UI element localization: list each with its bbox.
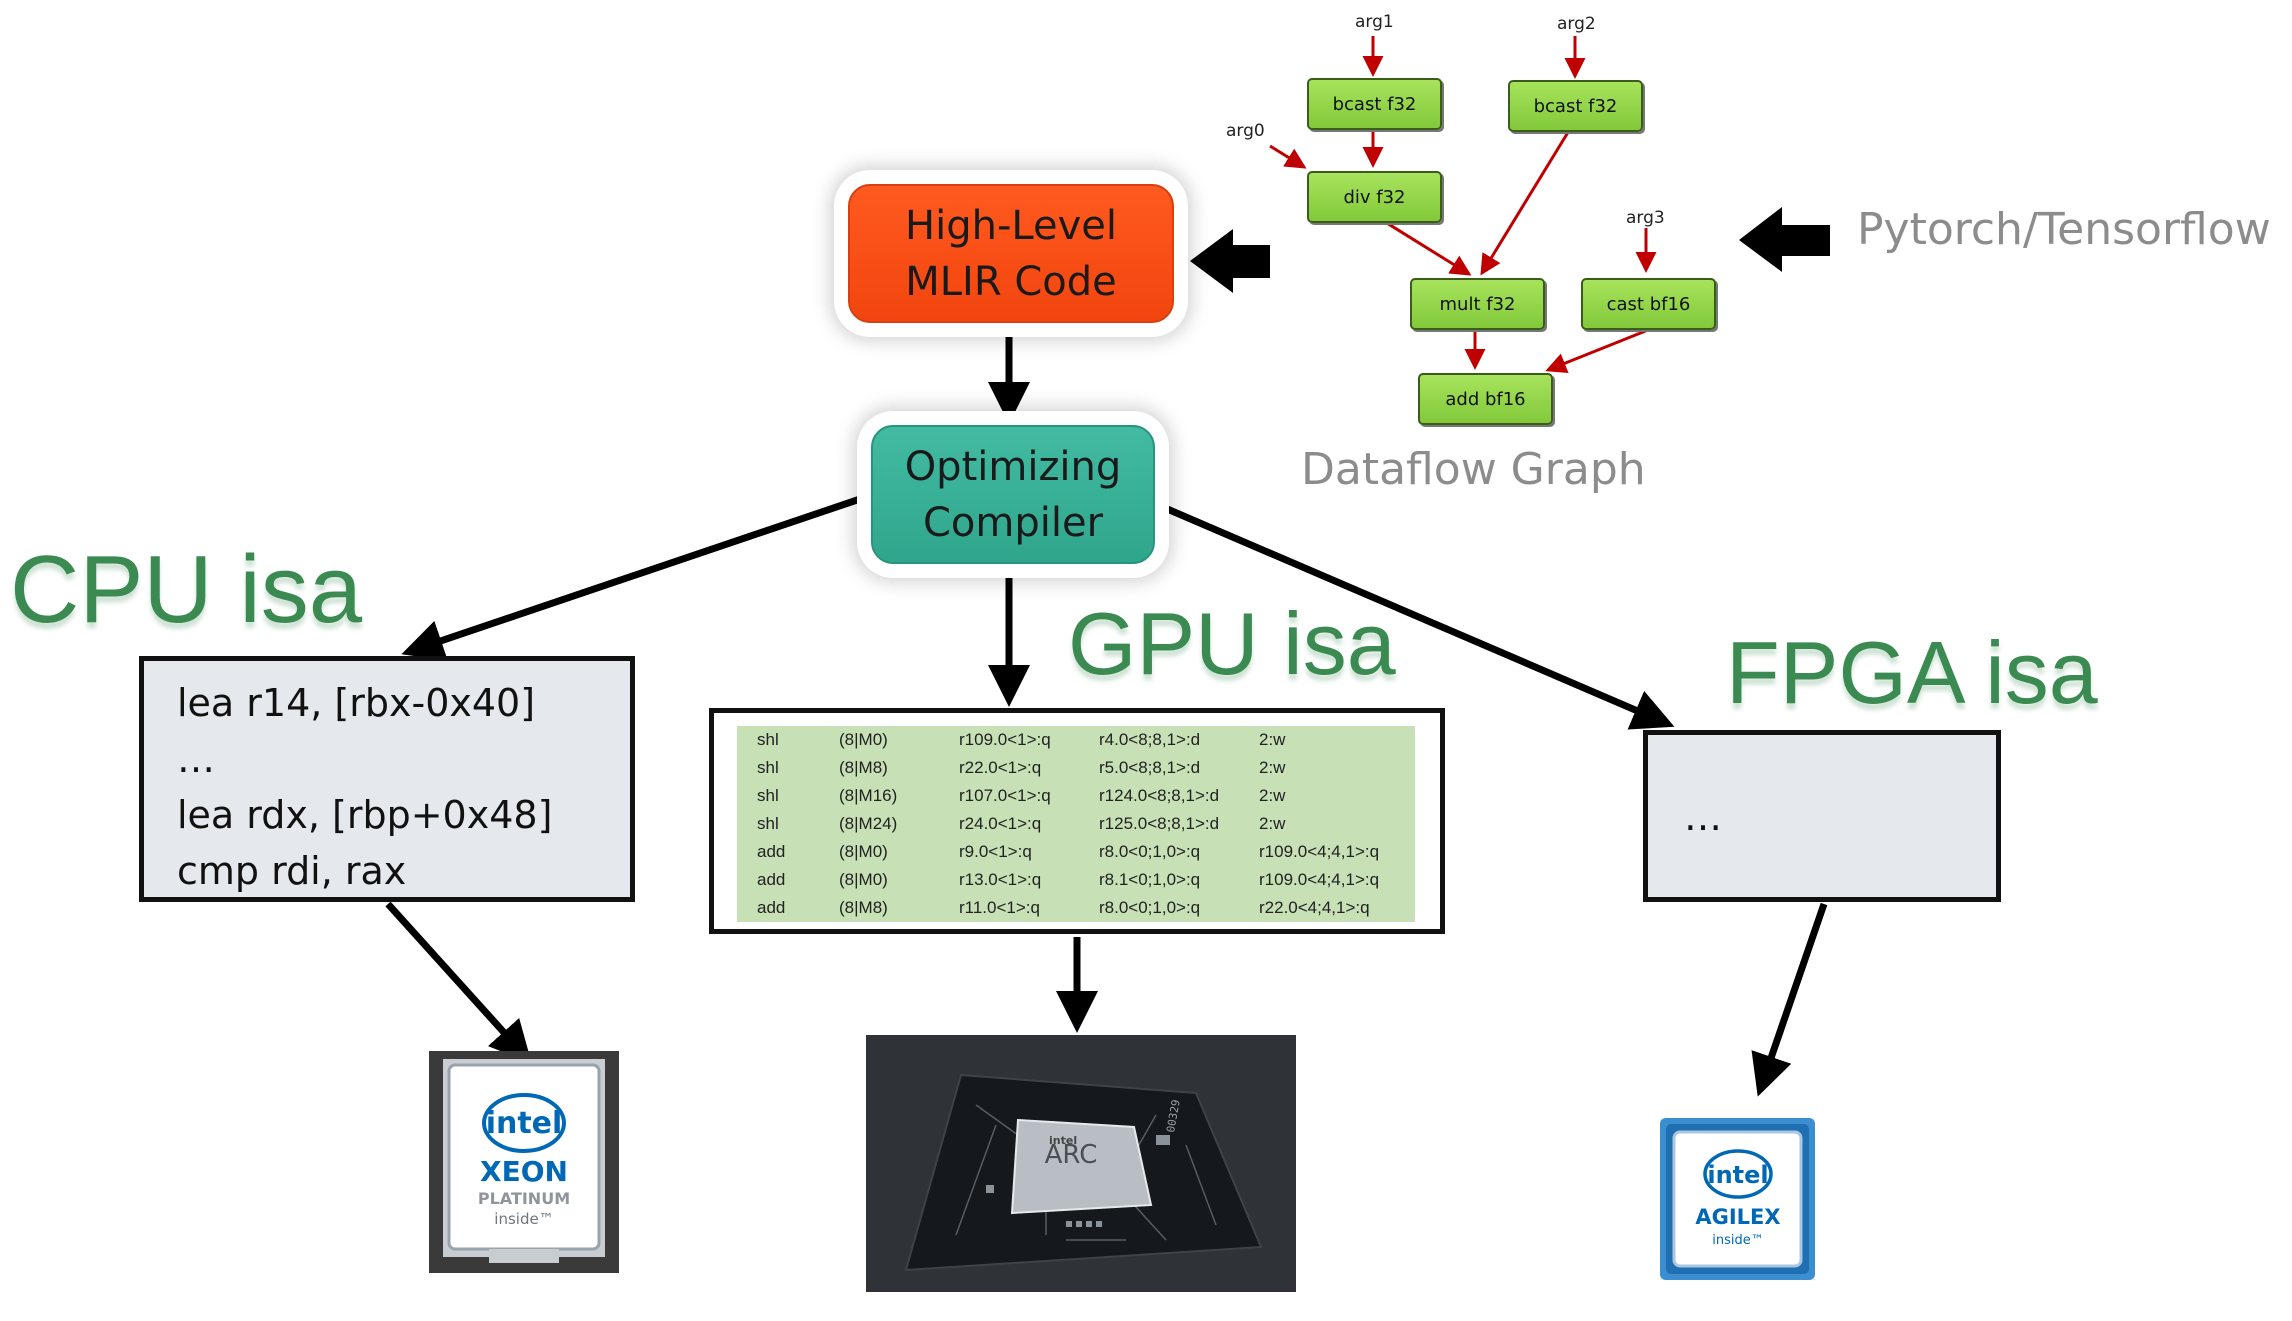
gpu-isa-label: GPU isa xyxy=(1068,594,1396,693)
gpu-opcode: shl xyxy=(757,730,779,749)
left-arrow-from-pytorch-icon xyxy=(1739,207,1830,272)
gpu-src1: 2:w xyxy=(1259,758,1286,777)
arc-mark: 00329 xyxy=(1164,1099,1183,1134)
gpu-assembly-box: shl (8|M0) r109.0<1>:q r4.0<8;8,1>:d 2:w… xyxy=(709,708,1445,934)
gpu-src0: r4.0<8;8,1>:d xyxy=(1099,730,1201,749)
gpu-exec-mask: (8|M0) xyxy=(839,870,888,889)
fpga-code-line: … xyxy=(1684,795,1722,839)
gpu-dst: r107.0<1>:q xyxy=(959,786,1051,805)
gpu-code-row: shl (8|M24) r24.0<1>:q r125.0<8;8,1>:d 2… xyxy=(737,810,1415,838)
dataflow-graph-caption: Dataflow Graph xyxy=(1301,444,1646,495)
optimizing-compiler-box: Optimizing Compiler xyxy=(871,425,1155,564)
dataflow-node-bcast1: bcast f32 xyxy=(1307,78,1442,130)
gpu-dst: r9.0<1>:q xyxy=(959,842,1032,861)
gpu-dst: r22.0<1>:q xyxy=(959,758,1042,777)
dataflow-arg0: arg0 xyxy=(1226,121,1265,141)
xeon-tier: PLATINUM xyxy=(478,1189,570,1208)
gpu-src0: r8.0<0;1,0>:q xyxy=(1099,898,1201,917)
dataflow-node-mult: mult f32 xyxy=(1410,278,1545,330)
gpu-opcode: shl xyxy=(757,814,779,833)
compiler-box-line1: Optimizing xyxy=(904,443,1122,490)
xeon-chip-icon: intel XEON PLATINUM inside™ xyxy=(429,1051,619,1273)
gpu-code-row: shl (8|M0) r109.0<1>:q r4.0<8;8,1>:d 2:w xyxy=(737,726,1415,754)
gpu-dst: r24.0<1>:q xyxy=(959,814,1042,833)
dataflow-node-add: add bf16 xyxy=(1418,373,1553,425)
dataflow-arg3: arg3 xyxy=(1626,208,1665,228)
intel-arc-gpu-board: intel ARC 00329 xyxy=(866,1035,1296,1292)
gpu-code-row: shl (8|M16) r107.0<1>:q r124.0<8;8,1>:d … xyxy=(737,782,1415,810)
gpu-opcode: shl xyxy=(757,758,779,777)
cpu-code-line: lea rdx, [rbp+0x48] xyxy=(177,793,553,837)
cpu-isa-label: CPU isa xyxy=(10,536,363,643)
dataflow-node-bcast2: bcast f32 xyxy=(1508,80,1643,132)
arrow-compiler-to-cpu xyxy=(401,493,868,661)
gpu-code-row: shl (8|M8) r22.0<1>:q r5.0<8;8,1>:d 2:w xyxy=(737,754,1415,782)
edge-div-mult xyxy=(1381,218,1472,276)
gpu-src1: r109.0<4;4,1>:q xyxy=(1259,870,1380,889)
edge-cast-add xyxy=(1545,328,1649,374)
arc-board-icon: intel ARC 00329 xyxy=(866,1035,1296,1292)
arc-name: ARC xyxy=(1045,1140,1098,1170)
fpga-isa-label: FPGA isa xyxy=(1726,623,2098,722)
pytorch-tensorflow-caption: Pytorch/Tensorflow xyxy=(1857,204,2271,255)
cpu-code-line: lea r14, [rbx-0x40] xyxy=(177,681,536,725)
gpu-opcode: add xyxy=(757,842,786,861)
gpu-exec-mask: (8|M8) xyxy=(839,898,888,917)
xeon-tag: inside™ xyxy=(494,1210,553,1228)
compiler-box-line2: Compiler xyxy=(922,499,1104,546)
dataflow-node-cast: cast bf16 xyxy=(1581,278,1716,330)
gpu-src1: r22.0<4;4,1>:q xyxy=(1259,898,1370,917)
agilex-brand: intel xyxy=(1707,1161,1768,1189)
dataflow-arg2: arg2 xyxy=(1557,14,1596,34)
edge-bcast2-mult xyxy=(1480,128,1572,276)
gpu-opcode: shl xyxy=(757,786,779,805)
fpga-code-box: … xyxy=(1643,730,2001,902)
gpu-src1: 2:w xyxy=(1259,786,1286,805)
gpu-dst: r11.0<1>:q xyxy=(959,898,1040,917)
xeon-brand: intel xyxy=(486,1106,563,1141)
arrow-cpu-to-xeon xyxy=(385,901,532,1064)
gpu-code-row: add (8|M0) r9.0<1>:q r8.0<0;1,0>:q r109.… xyxy=(737,838,1415,866)
gpu-dst: r109.0<1>:q xyxy=(959,730,1051,749)
arc-brand: intel xyxy=(1049,1134,1077,1147)
gpu-opcode: add xyxy=(757,898,786,917)
gpu-src0: r8.1<0;1,0>:q xyxy=(1099,870,1201,889)
gpu-code-table: shl (8|M0) r109.0<1>:q r4.0<8;8,1>:d 2:w… xyxy=(737,726,1415,922)
gpu-src1: r109.0<4;4,1>:q xyxy=(1259,842,1380,861)
dataflow-node-div: div f32 xyxy=(1307,171,1442,223)
gpu-dst: r13.0<1>:q xyxy=(959,870,1042,889)
gpu-src1: 2:w xyxy=(1259,730,1286,749)
gpu-exec-mask: (8|M8) xyxy=(839,758,888,777)
high-level-mlir-code-box: High-Level MLIR Code xyxy=(848,184,1174,323)
intel-xeon-platinum-logo: intel XEON PLATINUM inside™ xyxy=(429,1051,619,1273)
gpu-src0: r125.0<8;8,1>:d xyxy=(1099,814,1220,833)
gpu-src0: r124.0<8;8,1>:d xyxy=(1099,786,1220,805)
gpu-src0: r8.0<0;1,0>:q xyxy=(1099,842,1201,861)
dataflow-arg1: arg1 xyxy=(1355,12,1394,32)
mlir-box-line1: High-Level xyxy=(905,202,1117,249)
left-arrow-into-mlir-icon xyxy=(1190,229,1270,293)
gpu-code-row: add (8|M0) r13.0<1>:q r8.1<0;1,0>:q r109… xyxy=(737,866,1415,894)
gpu-src1: 2:w xyxy=(1259,814,1286,833)
gpu-exec-mask: (8|M0) xyxy=(839,842,888,861)
intel-agilex-logo: intel AGILEX inside™ xyxy=(1660,1118,1815,1280)
arrow-fpga-to-agilex xyxy=(1751,902,1828,1097)
agilex-chip-icon: intel AGILEX inside™ xyxy=(1660,1118,1815,1280)
cpu-assembly-box: lea r14, [rbx-0x40] … lea rdx, [rbp+0x48… xyxy=(139,656,635,902)
gpu-src0: r5.0<8;8,1>:d xyxy=(1099,758,1201,777)
gpu-code-row: add (8|M8) r11.0<1>:q r8.0<0;1,0>:q r22.… xyxy=(737,894,1415,922)
gpu-opcode: add xyxy=(757,870,786,889)
arrow-compiler-to-fpga xyxy=(1156,501,1675,730)
xeon-name: XEON xyxy=(480,1155,568,1188)
cpu-code-line: cmp rdi, rax xyxy=(177,849,407,893)
cpu-code-line: … xyxy=(177,737,215,781)
agilex-tag: inside™ xyxy=(1712,1233,1764,1248)
mlir-box-line2: MLIR Code xyxy=(905,258,1117,305)
gpu-exec-mask: (8|M16) xyxy=(839,786,898,805)
agilex-name: AGILEX xyxy=(1695,1205,1780,1229)
gpu-exec-mask: (8|M0) xyxy=(839,730,888,749)
gpu-exec-mask: (8|M24) xyxy=(839,814,898,833)
edge-arg0-div xyxy=(1269,144,1307,169)
